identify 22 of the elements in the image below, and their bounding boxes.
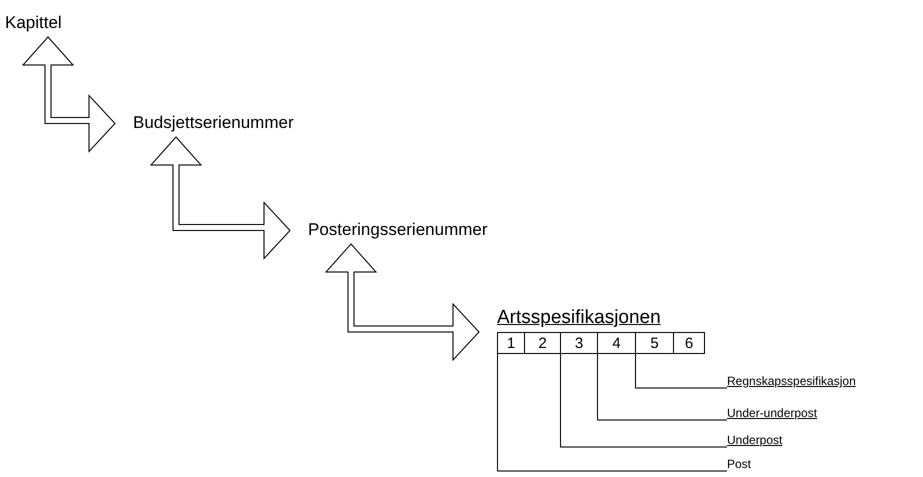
- table-heading: Artsspesifikasjonen: [497, 308, 661, 327]
- field-label: Regnskapsspesifikasjon: [727, 375, 856, 387]
- leader-line: [497, 354, 728, 472]
- leader-line: [597, 354, 728, 420]
- field-label: Post: [727, 458, 752, 470]
- level-label: Budsjettserienummer: [133, 114, 294, 131]
- field-label: Under-underpost: [727, 407, 818, 419]
- digit-cell: 1: [497, 332, 525, 354]
- leader-line: [635, 354, 728, 388]
- digit-cell: 4: [597, 332, 636, 354]
- leader-line: [560, 354, 728, 448]
- digit-cell: 2: [524, 332, 561, 354]
- digit-cell: 6: [673, 332, 705, 354]
- digit-cell: 3: [560, 332, 598, 354]
- digit-cell: 5: [635, 332, 674, 354]
- field-label: Underpost: [727, 434, 782, 446]
- table-group: [497, 308, 704, 354]
- level-label: Posteringsserienummer: [308, 221, 488, 238]
- double-arrow: [150, 136, 291, 260]
- double-arrow: [22, 36, 116, 153]
- level-label: Kapittel: [5, 14, 62, 31]
- double-arrow: [324, 243, 480, 362]
